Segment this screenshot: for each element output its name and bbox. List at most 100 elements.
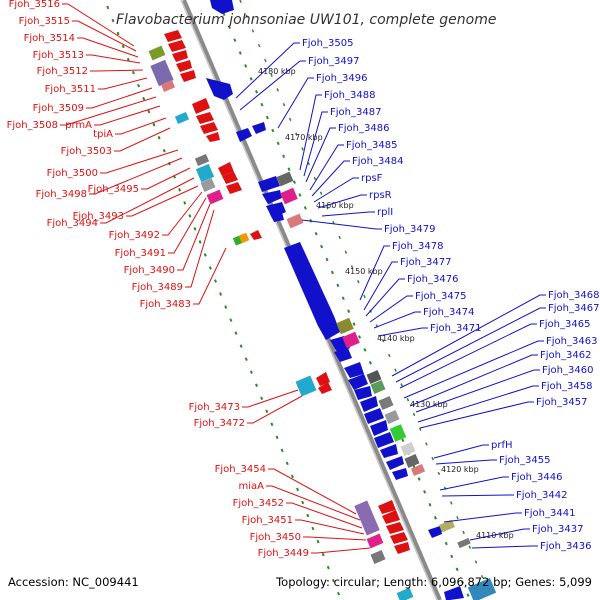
gene-label-right: Fjoh_3471: [430, 323, 481, 334]
feature-block: [150, 59, 174, 87]
reverse-feature-blocks: [148, 45, 414, 600]
gene-label-left: Fjoh_3512: [37, 66, 88, 77]
leader-line: [60, 96, 157, 126]
leader-line: [409, 354, 538, 407]
leader-line: [369, 295, 413, 323]
gene-forward: [344, 362, 364, 378]
gene-forward: [380, 444, 398, 458]
right-leader-lines: [235, 42, 546, 549]
scale-tick-label: 4160 kbp: [316, 201, 354, 210]
leader-line: [309, 144, 344, 191]
gene-label-left: Fjoh_3454: [215, 464, 266, 475]
feature-block: [200, 178, 216, 192]
gene-label-right: rpsF: [361, 173, 383, 184]
leader-line: [311, 547, 371, 554]
feature-block: [404, 454, 420, 468]
feature-block: [286, 213, 304, 229]
leader-line: [185, 209, 215, 288]
leader-line: [403, 340, 544, 399]
leader-line: [77, 37, 139, 58]
leader-line: [162, 191, 203, 236]
gene-label-right: Fjoh_3475: [415, 291, 466, 302]
gene-label-left: Fjoh_3503: [61, 146, 112, 157]
feature-block: [370, 550, 386, 564]
gene-label-left: Fjoh_3495: [88, 184, 139, 195]
left-gene-labels: Fjoh_3516Fjoh_3515Fjoh_3514Fjoh_3513Fjoh…: [7, 0, 309, 559]
feature-block: [400, 442, 416, 456]
feature-block: [370, 380, 386, 394]
gene-label-left: Fjoh_3509: [33, 103, 84, 114]
gene-label-right: Fjoh_3455: [499, 455, 550, 466]
leader-line: [94, 105, 161, 126]
gene-label-right: Fjoh_3437: [532, 524, 583, 535]
gene-label-right: Fjoh_3478: [392, 241, 443, 252]
gene-label-left: miaA: [239, 481, 265, 492]
feature-block: [276, 171, 294, 187]
gene-reverse: [200, 122, 218, 134]
gene-reverse: [176, 60, 192, 72]
gene-forward: [334, 348, 352, 362]
gene-label-right: Fjoh_3467: [548, 303, 599, 314]
leader-line: [168, 197, 207, 254]
feature-block: [160, 79, 176, 93]
gene-forward: [386, 456, 404, 470]
leader-line: [242, 389, 299, 408]
gene-label-right: Fjoh_3446: [511, 472, 562, 483]
feature-block: [195, 163, 215, 183]
left-leader-lines: [60, 3, 371, 554]
gene-label-left: Fjoh_3514: [24, 33, 75, 44]
gene-forward: [284, 242, 340, 340]
gene-reverse: [394, 542, 410, 554]
gene-reverse: [192, 98, 210, 114]
gene-forward: [360, 396, 378, 412]
gene-label-left: Fjoh_3450: [250, 532, 301, 543]
leader-line: [313, 177, 359, 203]
gene-label-left: Fjoh_3515: [19, 16, 70, 27]
leader-line: [277, 77, 314, 129]
leader-line: [235, 42, 300, 99]
leader-line: [399, 323, 537, 389]
leader-line: [433, 444, 489, 459]
gene-forward: [206, 78, 233, 100]
gene-reverse: [226, 182, 242, 194]
right-gene-labels: Fjoh_3505Fjoh_3497Fjoh_3496Fjoh_3488Fjoh…: [302, 38, 599, 552]
gene-label-right: Fjoh_3442: [516, 490, 567, 501]
gene-label-right: Fjoh_3458: [541, 381, 592, 392]
scale-tick-label: 4140 kbp: [377, 334, 415, 343]
leader-line: [115, 117, 167, 135]
leader-line: [100, 177, 195, 224]
gene-forward: [252, 122, 266, 134]
gene-reverse: [164, 30, 182, 42]
leader-line: [303, 111, 328, 177]
gene-label-right: rpsR: [369, 190, 392, 201]
gene-label-left: Fjoh_3472: [194, 418, 245, 429]
gene-label-right: Fjoh_3485: [346, 140, 397, 151]
forward-feature-blocks: [276, 171, 497, 600]
feature-block: [295, 375, 317, 397]
leader-line: [359, 245, 390, 301]
gene-reverse: [172, 50, 188, 62]
leader-line: [266, 485, 361, 521]
gene-forward: [392, 468, 408, 480]
gene-label-right: Fjoh_3441: [524, 508, 575, 519]
gene-label-right: Fjoh_3465: [539, 319, 590, 330]
scale-tick-label: 4180 kbp: [258, 67, 296, 76]
gene-forward: [364, 408, 384, 424]
feature-block: [366, 370, 382, 384]
leader-line: [417, 385, 539, 423]
gene-label-left: Fjoh_3493: [73, 211, 124, 222]
gene-label-left: Fjoh_3452: [233, 498, 284, 509]
forward-strand-genes: [206, 0, 464, 600]
leader-line: [419, 401, 534, 429]
gene-forward: [210, 0, 234, 14]
gene-label-right: Fjoh_3476: [407, 274, 458, 285]
leader-line: [443, 512, 522, 523]
gene-label-right: Fjoh_3462: [540, 350, 591, 361]
leader-line: [439, 476, 509, 491]
gene-label-left: Fjoh_3473: [189, 402, 240, 413]
gene-label-left: Fjoh_3513: [33, 50, 84, 61]
gene-label-left: Fjoh_3489: [132, 282, 183, 293]
leader-line: [471, 545, 538, 549]
gene-forward: [236, 128, 252, 142]
